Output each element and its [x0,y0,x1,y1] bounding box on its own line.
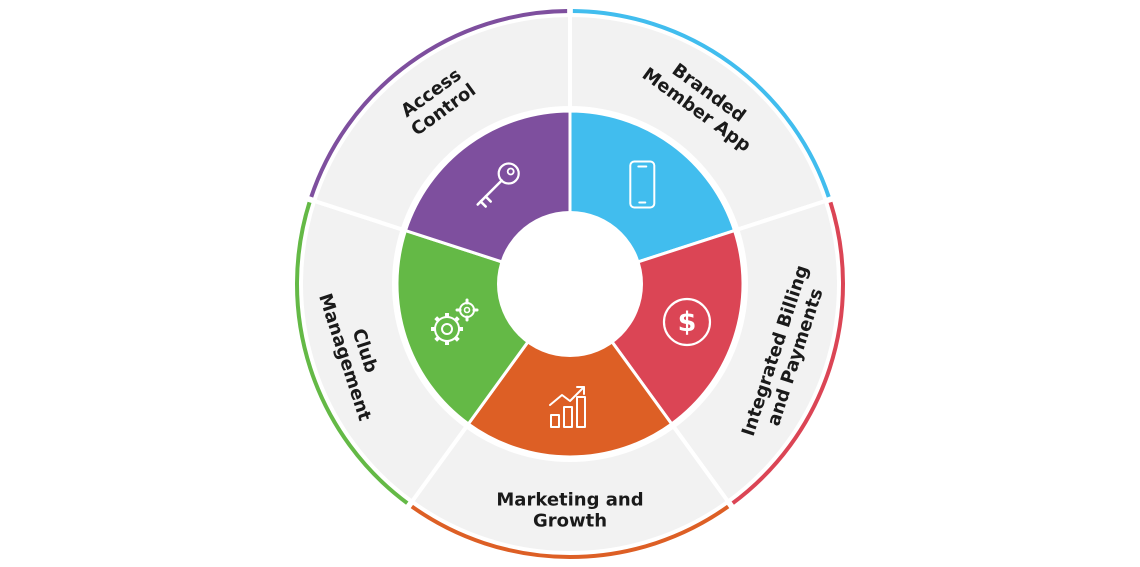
center-hub [497,211,643,357]
access-control-band [311,12,572,233]
marketing-and-growth-label-line-1: Marketing and [496,490,643,511]
access-control-outer-arc [309,9,568,199]
integrated-billing-and-payments-outer-arc [730,201,845,505]
branded-member-app-outer-arc [572,9,831,199]
outer-label-band [299,12,841,555]
outer-color-arcs [295,9,845,559]
marketing-and-growth-label-line-2: Growth [533,511,607,532]
club-management-outer-arc [295,201,410,505]
marketing-and-growth-outer-arc [410,503,730,559]
